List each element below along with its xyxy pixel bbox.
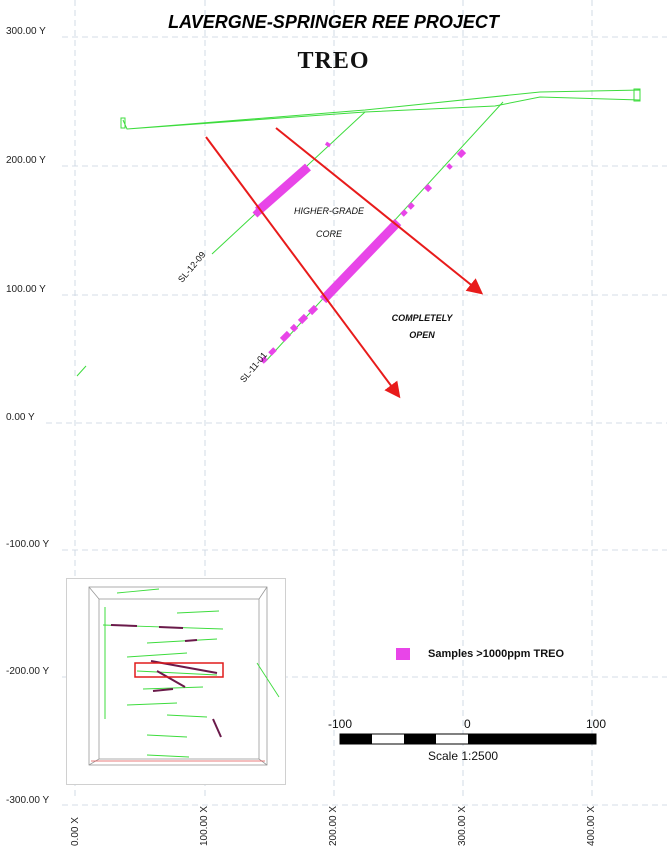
annotation-core: CORE [315, 229, 342, 239]
trend-arrow-north-east [275, 127, 484, 295]
y-axis-label: -200.00 Y [6, 666, 50, 677]
y-axis-label: -100.00 Y [6, 539, 50, 550]
x-axis-label: 200.00 X [328, 805, 339, 846]
grid-horizontal [46, 36, 667, 806]
scale-caption: Scale 1:2500 [428, 749, 499, 763]
trend-arrow-northwest-southeast [205, 136, 401, 399]
y-axis-label: -300.00 Y [6, 795, 50, 806]
legend-swatch [396, 648, 410, 660]
y-axis-label: 100.00 Y [6, 284, 46, 295]
annotation-completely: COMPLETELY [391, 313, 453, 323]
annotation-open: OPEN [409, 330, 435, 340]
inset-3d-drawing [88, 586, 280, 766]
x-axis-label: 300.00 X [457, 805, 468, 846]
x-axis-label: 0.00 X [70, 817, 81, 846]
inset-highlight-box [134, 662, 224, 678]
trend-arrows [205, 127, 484, 399]
x-axis-label: 100.00 X [199, 805, 210, 846]
legend: Samples >1000ppm TREO [396, 648, 564, 660]
y-axis-label: 300.00 Y [6, 26, 46, 37]
y-axis-label: 0.00 Y [6, 412, 35, 423]
inset-3d-view [66, 578, 286, 785]
legend-label: Samples >1000ppm TREO [428, 648, 565, 660]
project-title: LAVERGNE-SPRINGER REE PROJECT [168, 12, 499, 32]
sample-intervals [252, 141, 467, 364]
scale-tick-label: 0 [464, 717, 471, 731]
map-subtitle: TREO [297, 48, 370, 74]
scale-tick-label: -100 [328, 717, 353, 731]
annotation-higher-grade: HIGHER-GRADE [293, 206, 364, 216]
x-axis-label: 400.00 X [586, 805, 597, 846]
scale-bar [339, 733, 597, 745]
scale-tick-label: 100 [586, 717, 607, 731]
grid-vertical [74, 0, 593, 800]
y-axis-label: 200.00 Y [6, 155, 46, 166]
